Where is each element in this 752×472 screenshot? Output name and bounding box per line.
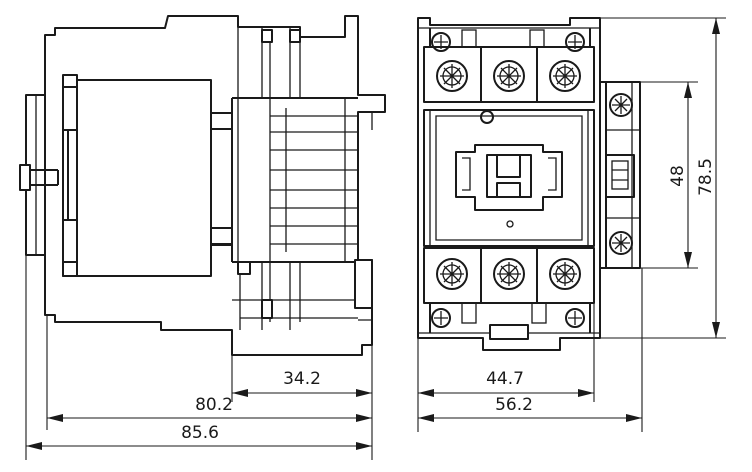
dim-85-6: 85.6: [26, 423, 372, 450]
side-view-coil-tab-bottom: [62, 261, 78, 277]
screw-bottom-1: [436, 258, 468, 290]
side-view-aux-block: [354, 259, 373, 309]
screw-coil-bottom-left: [431, 308, 451, 328]
front-view-din-clip: [489, 324, 529, 340]
side-view-coil-tab-top: [62, 74, 78, 88]
front-view-top-dividers: [480, 47, 538, 102]
side-view-center-block: [211, 112, 233, 246]
side-view-center-tab-top: [210, 112, 233, 130]
side-view: [19, 15, 386, 356]
front-view-mid-body: [423, 109, 595, 247]
front-view-armature-core: [486, 154, 532, 198]
dim-34-2: 34.2: [232, 369, 372, 397]
extension-lines-front: [417, 268, 643, 432]
side-view-coil: [62, 79, 212, 277]
dim-44-7: 44.7: [418, 369, 594, 397]
dim-80-2: 80.2: [47, 395, 372, 422]
aux-block-inner: [606, 82, 640, 268]
dim-label-56-2: 56.2: [495, 395, 533, 415]
dim-label-85-6: 85.6: [181, 423, 219, 443]
screw-top-3: [549, 60, 581, 92]
aux-window-inner: [611, 160, 629, 190]
screw-top-1: [436, 60, 468, 92]
aux-screw-top: [609, 93, 633, 117]
dim-label-78-5: 78.5: [696, 158, 716, 196]
side-view-bottom-terminal: [232, 262, 358, 330]
side-view-top-screw: [261, 29, 273, 43]
screw-bottom-3: [549, 258, 581, 290]
front-view-armature-slot: [496, 155, 521, 197]
dim-label-80-2: 80.2: [195, 395, 233, 415]
front-view-armature-detail: [462, 157, 557, 191]
screw-bottom-2: [493, 258, 525, 290]
front-view-mid-panel: [429, 110, 589, 246]
front-view-bottom-dividers: [480, 248, 538, 303]
screw-coil-top-right: [565, 32, 585, 52]
dim-48: 48: [668, 82, 692, 268]
side-view-clip: [19, 164, 31, 191]
side-view-right-edge: [358, 111, 373, 321]
aux-window-marks: [612, 169, 628, 181]
front-view-top-slot-2: [529, 29, 545, 48]
front-view-pin-hole: [506, 220, 514, 228]
dim-label-48: 48: [668, 165, 688, 187]
side-view-top-screw-2: [289, 29, 301, 43]
front-view-bottom-lead: [429, 303, 591, 333]
front-view-bottom-terminal-block: [423, 247, 595, 304]
side-view-housing-ribs: [237, 98, 358, 262]
dim-78-5: 78.5: [696, 18, 720, 338]
front-view-indicator-hole: [480, 110, 494, 124]
extension-lines-height: [600, 17, 726, 339]
side-view-bottom-screw: [237, 261, 251, 275]
front-view-top-terminal-block: [423, 46, 595, 103]
front-view-top-slot-1: [461, 29, 477, 48]
side-view-outline: [25, 15, 386, 356]
front-view-bottom-slot-1: [461, 302, 477, 324]
aux-contact-block: [600, 81, 641, 269]
dimension-lines: 34.2 80.2 85.6 44.7 56.2: [25, 17, 726, 460]
front-view-armature-frame: [455, 144, 563, 211]
side-view-bottom-screw-2: [261, 299, 273, 319]
screw-coil-top-left: [431, 32, 451, 52]
dim-label-44-7: 44.7: [486, 369, 524, 389]
side-view-top-terminal: [237, 27, 301, 98]
side-view-coil-inner: [63, 80, 78, 276]
side-view-center-tab-bottom: [210, 227, 233, 245]
side-view-contact-housing: [231, 97, 358, 263]
side-view-clip-rod: [30, 169, 59, 186]
dim-56-2: 56.2: [418, 395, 642, 422]
front-view: [417, 17, 641, 351]
dim-label-34-2: 34.2: [283, 369, 321, 389]
front-view-bottom-slot-2: [531, 302, 547, 324]
screw-top-2: [493, 60, 525, 92]
aux-screw-bottom: [609, 231, 633, 255]
front-view-screws: [431, 32, 585, 328]
aux-window: [605, 154, 635, 198]
screw-coil-bottom-right: [565, 308, 585, 328]
extension-lines-side: [25, 255, 373, 460]
front-view-top-lead: [429, 28, 591, 47]
